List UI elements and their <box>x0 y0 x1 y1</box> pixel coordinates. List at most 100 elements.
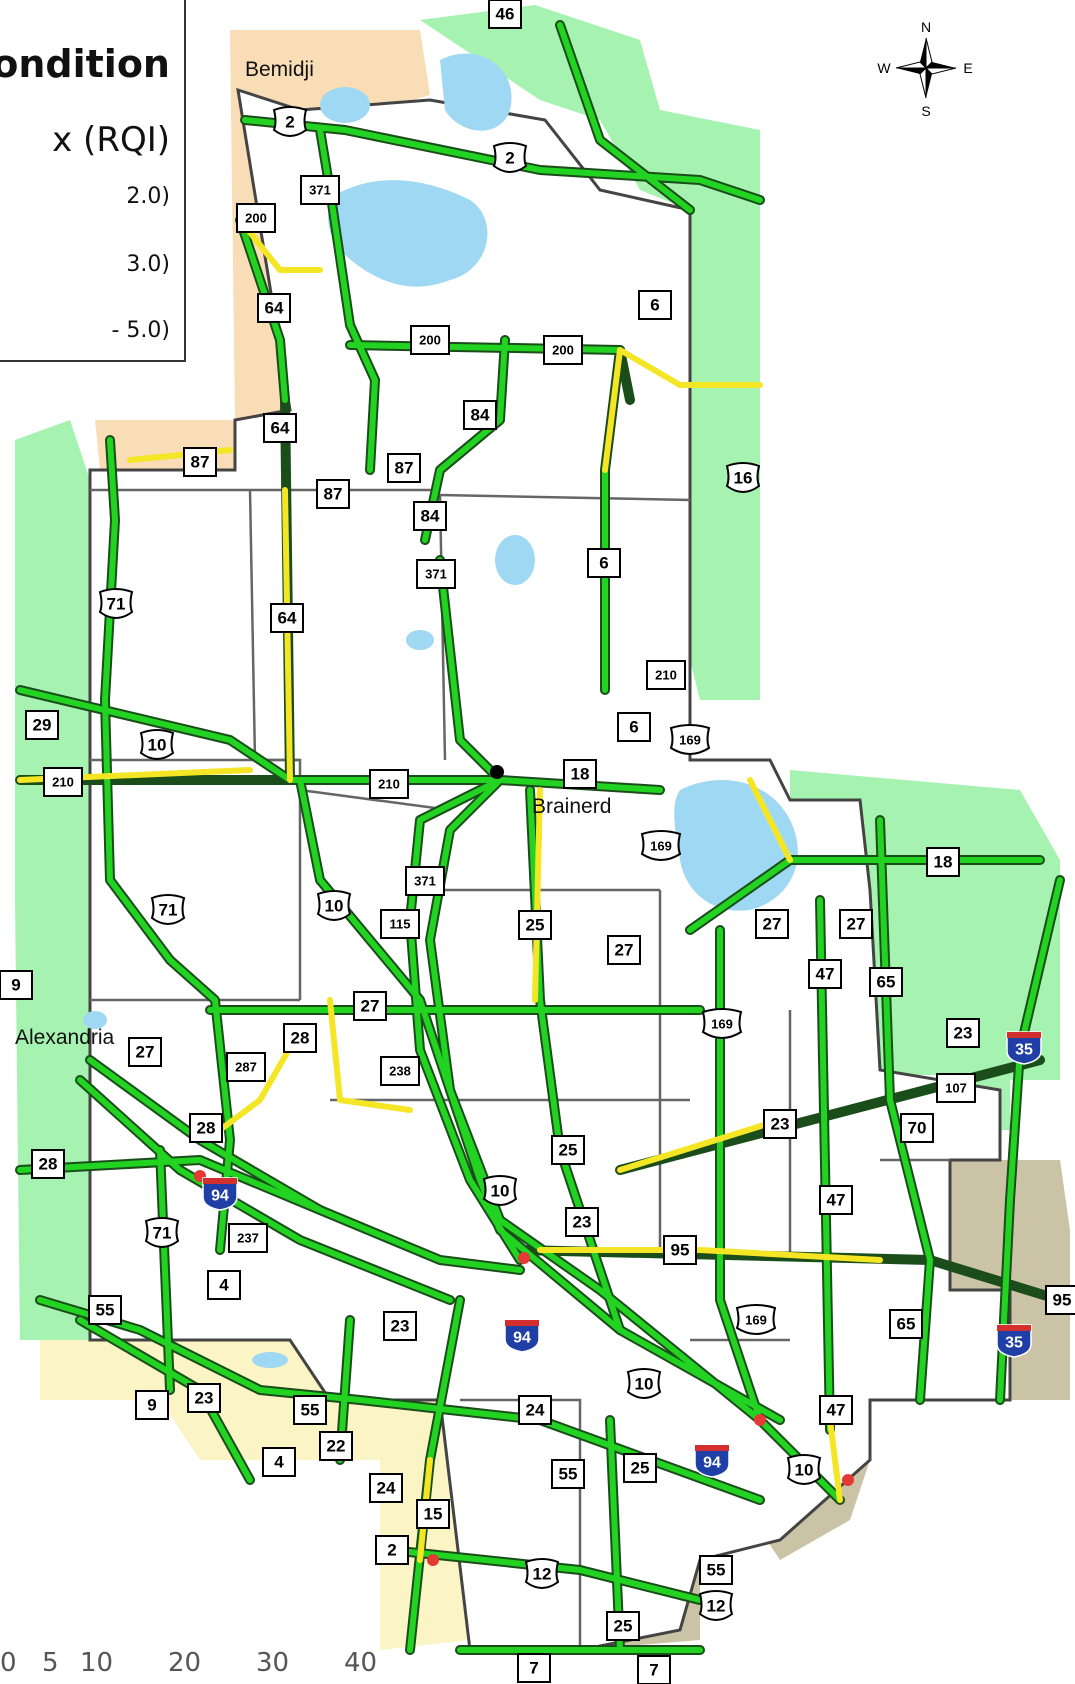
road-segment-fair <box>217 1027 303 1133</box>
state-route-shield-icon <box>637 1655 671 1684</box>
compass-e: E <box>963 60 972 76</box>
route-shield-35: 35 <box>996 1324 1032 1358</box>
route-shield-label: 6 <box>599 554 608 573</box>
state-route-shield-icon <box>565 1207 599 1237</box>
route-shield-label: 6 <box>650 296 659 315</box>
route-shield-label: 84 <box>421 507 440 526</box>
road-segment-fair <box>827 1417 843 1503</box>
lake-small <box>495 535 535 585</box>
lake-small <box>83 1011 107 1029</box>
route-shield-12: 12 <box>524 1558 560 1589</box>
route-shield-label: 371 <box>425 567 447 582</box>
route-shield-22: 22 <box>319 1431 353 1461</box>
route-shield-label: 115 <box>390 917 411 932</box>
state-route-shield-icon <box>380 1056 420 1086</box>
route-shield-7: 7 <box>517 1653 551 1683</box>
route-shield-label: 10 <box>491 1182 510 1201</box>
legend-item-good: - 5.0) <box>111 318 170 343</box>
scale-label: 0 <box>0 1648 17 1678</box>
route-shield-label: 10 <box>325 897 344 916</box>
route-shield-28: 28 <box>189 1113 223 1143</box>
county-line <box>439 493 691 502</box>
route-shield-label: 35 <box>1005 1335 1023 1352</box>
route-shield-label: 28 <box>197 1119 216 1138</box>
route-shield-label: 2 <box>285 113 294 132</box>
route-shield-label: 200 <box>419 333 441 348</box>
compass-star-highlight <box>919 66 927 99</box>
route-shield-95: 95 <box>1045 1285 1075 1315</box>
route-shield-label: 238 <box>389 1064 411 1079</box>
state-route-shield-icon <box>607 935 641 965</box>
road-segment-good <box>437 557 503 783</box>
us-route-shield-icon <box>524 1558 560 1589</box>
state-route-shield-icon <box>563 759 597 789</box>
interstate-shield-band <box>997 1325 1031 1331</box>
state-route-shield-icon <box>543 335 583 365</box>
interstate-shield-band <box>203 1178 237 1184</box>
state-route-shield-icon <box>819 1395 853 1425</box>
state-route-shield-icon <box>88 1295 122 1325</box>
route-shield-18: 18 <box>926 847 960 877</box>
lake-small <box>252 1352 288 1368</box>
route-shield-169: 169 <box>735 1304 777 1335</box>
route-shield-238: 238 <box>380 1056 420 1086</box>
neighbor-region-yellow-southwest <box>40 1340 470 1650</box>
route-shield-label: 12 <box>533 1565 552 1584</box>
road-segment-fair <box>747 777 793 863</box>
route-shield-71: 71 <box>150 894 186 925</box>
us-route-shield-icon <box>139 729 175 760</box>
road-segment-fair <box>532 787 543 1003</box>
route-shield-label: 210 <box>655 668 677 683</box>
route-shield-6: 6 <box>587 548 621 578</box>
legend: ondition x (RQI) 2.0) 3.0) - 5.0) <box>0 0 186 362</box>
state-route-shield-icon <box>900 1113 934 1143</box>
city-label-alexandria: Alexandria <box>15 1026 115 1049</box>
lake-bemidji <box>440 53 512 131</box>
state-route-shield-icon <box>699 1555 733 1585</box>
route-shield-10: 10 <box>316 890 352 921</box>
state-route-shield-icon <box>353 991 387 1021</box>
route-shield-label: 25 <box>526 916 545 935</box>
interstate-shield-icon <box>996 1324 1032 1358</box>
route-shield-6: 6 <box>638 290 672 320</box>
route-shield-2: 2 <box>375 1535 409 1565</box>
road-segment-good <box>157 1147 173 1393</box>
us-route-shield-icon <box>669 724 711 755</box>
state-route-shield-icon <box>606 1611 640 1641</box>
route-shield-27: 27 <box>755 909 789 939</box>
route-shield-23: 23 <box>763 1109 797 1139</box>
state-route-shield-icon <box>587 548 621 578</box>
poor-segment-marker <box>427 1554 439 1566</box>
route-shield-107: 107 <box>936 1073 976 1103</box>
route-shield-label: 94 <box>703 1455 721 1472</box>
route-shield-label: 23 <box>954 1024 973 1043</box>
route-shield-23: 23 <box>187 1383 221 1413</box>
state-route-shield-icon <box>405 866 445 896</box>
route-shield-47: 47 <box>808 959 842 989</box>
route-shield-label: 47 <box>827 1401 846 1420</box>
route-shield-94: 94 <box>504 1319 540 1353</box>
state-route-shield-icon <box>413 501 447 531</box>
road-good <box>17 22 1063 1653</box>
us-route-shield-icon <box>698 1590 734 1621</box>
route-shield-label: 47 <box>827 1191 846 1210</box>
route-shield-label: 210 <box>52 775 74 790</box>
north-arrow: N S E W <box>877 19 972 118</box>
route-shield-label: 7 <box>649 1661 658 1680</box>
route-shield-2: 2 <box>272 106 308 137</box>
state-route-shield-icon <box>488 0 522 29</box>
state-route-shield-icon <box>263 413 297 443</box>
state-route-shield-icon <box>623 1453 657 1483</box>
city-markers: Bemidji Brainerd Alexandria <box>15 58 611 1049</box>
route-shield-25: 25 <box>518 910 552 940</box>
route-shield-94: 94 <box>694 1444 730 1478</box>
route-shield-label: 9 <box>147 1396 156 1415</box>
route-shield-label: 27 <box>615 941 634 960</box>
state-route-shield-icon <box>416 559 456 589</box>
state-route-shield-icon <box>463 400 497 430</box>
us-route-shield-icon <box>786 1454 822 1485</box>
route-shield-label: 28 <box>39 1155 58 1174</box>
city-label-bemidji: Bemidji <box>245 58 314 81</box>
route-shield-65: 65 <box>889 1309 923 1339</box>
route-shield-label: 27 <box>847 915 866 934</box>
